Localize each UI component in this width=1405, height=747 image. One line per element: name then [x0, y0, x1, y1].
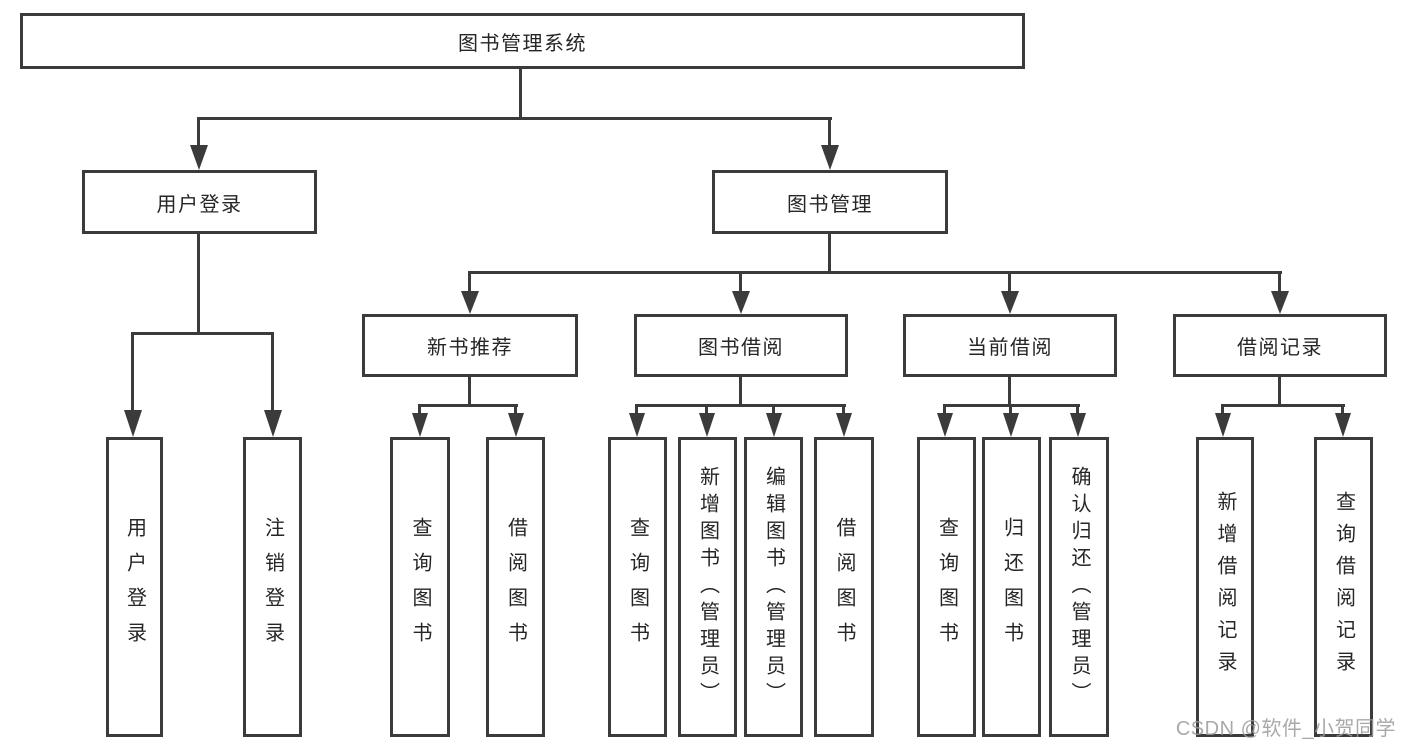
node-user-login: 用户登录: [82, 170, 317, 234]
arrow-shaft-bb-borrow: [842, 404, 845, 415]
leaf-user-login: 用户登录: [106, 437, 163, 737]
node-book-management-label: 图书管理: [787, 193, 873, 216]
arrow-shaft-book-management: [828, 117, 831, 148]
connector-level3-bar: [468, 271, 1282, 274]
leaf-nbr-borrow-books-label: 借阅图书: [504, 517, 527, 657]
leaf-bb-add-books-admin: 新增图书（管理员）: [678, 437, 737, 737]
arrow-shaft-borrow-record: [1278, 271, 1281, 294]
leaf-bb-add-books-admin-label: 新增图书（管理员）: [696, 465, 719, 709]
node-new-book-recommend-label: 新书推荐: [427, 337, 513, 359]
connector-user-login-bar: [131, 332, 274, 335]
arrow-shaft-current-borrow: [1008, 271, 1011, 294]
arrowhead-borrow-record-icon: [1271, 291, 1289, 314]
leaf-br-query-borrow-record-label: 查询借阅记录: [1332, 491, 1355, 683]
arrow-shaft-nbr-query: [418, 404, 421, 415]
arrow-shaft-bb-add: [705, 404, 708, 415]
leaf-br-add-borrow-record-label: 新增借阅记录: [1214, 491, 1236, 683]
arrow-shaft-book-borrow: [739, 271, 742, 294]
arrowhead-cb-return-icon: [1003, 413, 1019, 437]
arrowhead-current-borrow-icon: [1001, 291, 1019, 314]
connector-level2-bar: [197, 117, 832, 120]
connector-borrow-record-bar: [1221, 404, 1345, 407]
connector-book-borrow-bar: [635, 404, 846, 407]
leaf-user-login-label: 用户登录: [123, 517, 146, 657]
leaf-logout-label: 注销登录: [261, 517, 284, 657]
arrowhead-br-query-icon: [1335, 413, 1351, 437]
connector-book-borrow-stem: [739, 377, 742, 406]
leaf-nbr-borrow-books: 借阅图书: [486, 437, 545, 737]
node-borrowing-records-label: 借阅记录: [1237, 337, 1323, 359]
node-new-book-recommend: 新书推荐: [362, 314, 578, 377]
leaf-cb-return-books-label: 归还图书: [1000, 517, 1023, 657]
arrow-shaft-br-add: [1221, 404, 1224, 415]
leaf-cb-confirm-return-admin-label: 确认归还（管理员）: [1068, 465, 1090, 709]
arrowhead-nbr-query-icon: [412, 413, 428, 437]
arrowhead-logout-leaf-icon: [264, 410, 282, 437]
arrow-shaft-cb-return: [1009, 404, 1012, 415]
arrowhead-cb-query-icon: [937, 413, 953, 437]
node-borrowing-records: 借阅记录: [1173, 314, 1387, 377]
arrowhead-user-login-icon: [190, 145, 208, 170]
leaf-nbr-query-books: 查询图书: [390, 437, 450, 737]
connector-book-management-stem: [828, 234, 831, 273]
leaf-bb-query-books-label: 查询图书: [626, 517, 649, 657]
arrow-shaft-logout-leaf: [271, 332, 274, 412]
leaf-cb-return-books: 归还图书: [982, 437, 1041, 737]
node-book-management: 图书管理: [712, 170, 948, 234]
leaf-bb-borrow-books: 借阅图书: [814, 437, 874, 737]
node-user-login-label: 用户登录: [156, 193, 243, 216]
arrow-shaft-new-book: [468, 271, 471, 294]
arrowhead-bb-add-icon: [699, 413, 715, 437]
node-book-borrowing-label: 图书借阅: [698, 337, 784, 359]
connector-new-book-bar: [418, 404, 518, 407]
node-library-management-system-label: 图书管理系统: [458, 32, 587, 55]
leaf-br-query-borrow-record: 查询借阅记录: [1314, 437, 1373, 737]
leaf-logout: 注销登录: [243, 437, 302, 737]
leaf-cb-query-books: 查询图书: [917, 437, 976, 737]
connector-borrow-record-stem: [1278, 377, 1281, 406]
leaf-cb-query-books-label: 查询图书: [935, 517, 958, 657]
arrowhead-br-add-icon: [1215, 413, 1231, 437]
arrow-shaft-br-query: [1341, 404, 1344, 415]
leaf-bb-edit-books-admin: 编辑图书（管理员）: [744, 437, 803, 737]
arrowhead-bb-borrow-icon: [836, 413, 852, 437]
arrow-shaft-user-login: [197, 117, 200, 148]
arrow-shaft-login-leaf: [131, 332, 134, 412]
node-current-borrowing-label: 当前借阅: [967, 337, 1053, 359]
arrowhead-nbr-borrow-icon: [508, 413, 524, 437]
leaf-nbr-query-books-label: 查询图书: [409, 517, 431, 657]
arrow-shaft-bb-query: [635, 404, 638, 415]
arrowhead-bb-edit-icon: [766, 413, 782, 437]
node-book-borrowing: 图书借阅: [634, 314, 848, 377]
arrowhead-cb-confirm-icon: [1070, 413, 1086, 437]
arrowhead-login-leaf-icon: [124, 410, 142, 437]
node-current-borrowing: 当前借阅: [903, 314, 1117, 377]
arrow-shaft-nbr-borrow: [514, 404, 517, 415]
connector-user-login-stem: [197, 234, 200, 334]
leaf-bb-borrow-books-label: 借阅图书: [833, 517, 855, 657]
connector-current-borrow-stem: [1008, 377, 1011, 406]
arrow-shaft-bb-edit: [772, 404, 775, 415]
node-library-management-system: 图书管理系统: [20, 13, 1025, 69]
leaf-cb-confirm-return-admin: 确认归还（管理员）: [1049, 437, 1109, 737]
arrowhead-new-book-icon: [461, 291, 479, 314]
leaf-bb-edit-books-admin-label: 编辑图书（管理员）: [762, 465, 785, 709]
connector-root-stem: [519, 69, 522, 119]
arrow-shaft-cb-query: [943, 404, 946, 415]
connector-new-book-stem: [468, 377, 471, 406]
arrowhead-book-borrow-icon: [732, 291, 750, 314]
arrowhead-book-management-icon: [821, 145, 839, 170]
arrow-shaft-cb-confirm: [1076, 404, 1079, 415]
arrowhead-bb-query-icon: [629, 413, 645, 437]
watermark: CSDN @软件_小贺同学: [1175, 718, 1396, 740]
leaf-br-add-borrow-record: 新增借阅记录: [1196, 437, 1254, 737]
leaf-bb-query-books: 查询图书: [608, 437, 667, 737]
